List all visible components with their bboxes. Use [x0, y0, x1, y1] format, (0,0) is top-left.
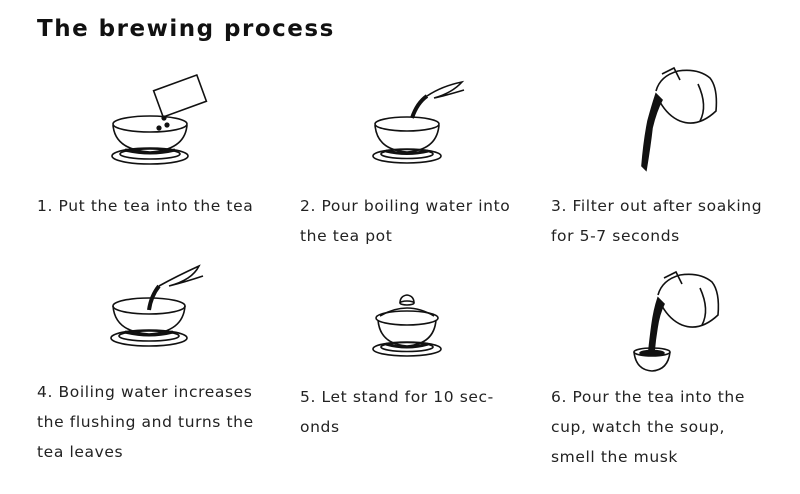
step-3-line-1: 3. Filter out after soaking: [551, 197, 763, 215]
covered-tea-bowl-icon: [372, 292, 452, 362]
step-6-line-2: cup, watch the soup,: [551, 418, 726, 436]
step-1-caption: 1. Put the tea into the tea: [37, 191, 253, 221]
kettle-pouring-into-bowl-icon: [372, 78, 472, 173]
step-3-caption: 3. Filter out after soaking for 5-7 seco…: [551, 191, 762, 251]
step-5-line-2: onds: [300, 418, 340, 436]
step-3-line-2: for 5-7 seconds: [551, 227, 680, 245]
step-2-line-1: 2. Pour boiling water into: [300, 197, 511, 215]
step-4-line-1: 4. Boiling water increases: [37, 383, 253, 401]
step-6-caption: 6. Pour the tea into the cup, watch the …: [551, 382, 745, 472]
pitcher-pouring-filter-icon: [638, 66, 728, 176]
step-4-caption: 4. Boiling water increases the flushing …: [37, 377, 254, 467]
step-4-line-2: the flushing and turns the: [37, 413, 254, 431]
step-5-line-1: 5. Let stand for 10 sec-: [300, 388, 494, 406]
step-4-line-3: tea leaves: [37, 443, 124, 461]
page-title: The brewing process: [37, 16, 335, 42]
step-1-line-1: 1. Put the tea into the tea: [37, 197, 254, 215]
pitcher-pouring-into-cup-icon: [630, 270, 730, 380]
step-6-line-1: 6. Pour the tea into the: [551, 388, 745, 406]
step-5-caption: 5. Let stand for 10 sec- onds: [300, 382, 494, 442]
step-2-line-2: the tea pot: [300, 227, 393, 245]
step-6-line-3: smell the musk: [551, 448, 678, 466]
boiling-water-into-bowl-icon: [107, 262, 217, 362]
tea-bowl-with-tea-packet-icon: [105, 68, 215, 173]
step-2-caption: 2. Pour boiling water into the tea pot: [300, 191, 510, 251]
